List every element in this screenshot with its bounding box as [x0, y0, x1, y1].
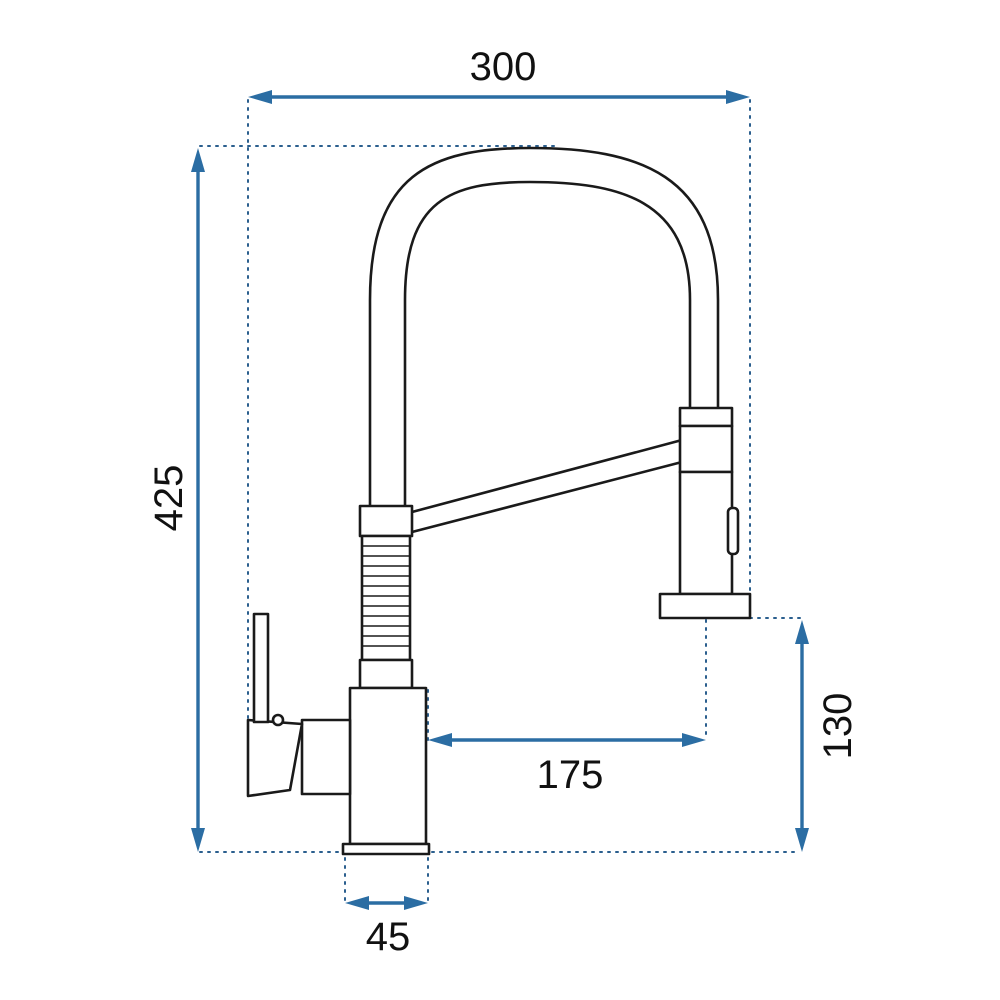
- dimension-overall-height: 425: [147, 148, 205, 852]
- support-bar-top: [410, 438, 684, 514]
- label-spout-height: 130: [816, 693, 860, 760]
- dimension-overall-width: 300: [248, 45, 750, 104]
- dimension-spout-reach: 175: [428, 733, 706, 797]
- spray-head-body: [678, 470, 734, 596]
- handle-lever: [252, 612, 270, 724]
- arrow-head-right: [404, 896, 428, 910]
- arrow-head-top: [191, 148, 205, 172]
- arrow-head-left: [428, 733, 452, 747]
- dimension-spout-height: 130: [795, 620, 860, 852]
- spring-coil: [360, 534, 412, 662]
- hose-outer: [368, 146, 720, 508]
- handle-screw: [271, 713, 285, 727]
- faucet-base-plate: [341, 842, 431, 856]
- guide-lines: [199, 99, 801, 906]
- arrow-head-left: [248, 90, 272, 104]
- faucet-body: [348, 686, 428, 846]
- faucet-outline: [246, 146, 752, 856]
- spray-head-ring: [678, 424, 734, 474]
- label-base-diameter: 45: [366, 915, 411, 959]
- hose-inner: [403, 180, 692, 508]
- support-bar-bottom: [410, 460, 684, 534]
- arrow-head-bottom: [191, 828, 205, 852]
- arrow-head-bottom: [795, 828, 809, 852]
- handle-hub: [300, 718, 352, 796]
- arrow-head-right: [682, 733, 706, 747]
- handle-grip: [246, 718, 304, 798]
- hose-collar: [358, 504, 414, 538]
- spring-rings: [362, 545, 410, 647]
- arrow-head-left: [345, 896, 369, 910]
- spray-button: [726, 506, 740, 556]
- spray-head-nozzle: [658, 592, 752, 620]
- spray-head-cap: [678, 406, 734, 428]
- label-overall-width: 300: [470, 45, 537, 89]
- arrow-head-right: [726, 90, 750, 104]
- arrow-head-top: [795, 620, 809, 644]
- dimension-base-diameter: 45: [345, 896, 428, 959]
- label-spout-reach: 175: [537, 753, 604, 797]
- spring-base-ring: [358, 658, 414, 690]
- label-overall-height: 425: [147, 465, 191, 532]
